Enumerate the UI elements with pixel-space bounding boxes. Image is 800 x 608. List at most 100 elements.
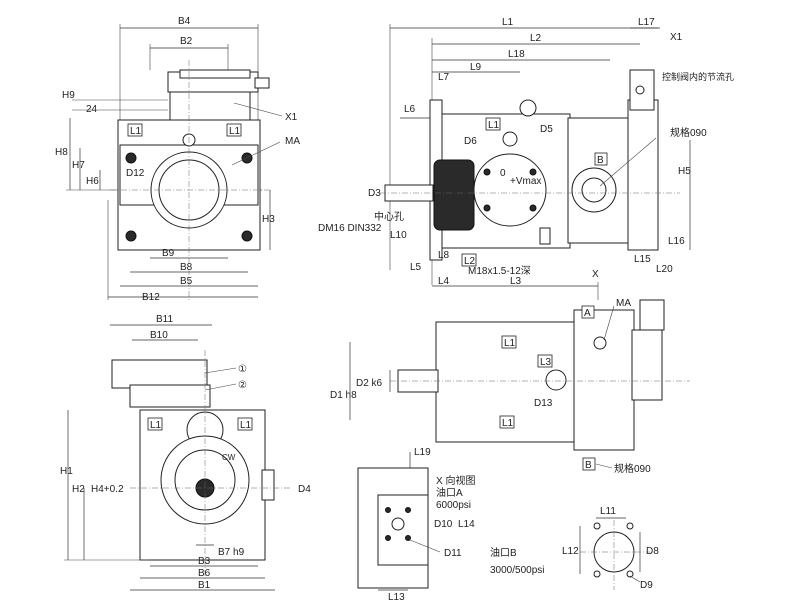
vmax-label: +Vmax — [510, 176, 541, 187]
dim-D6: D6 — [464, 136, 477, 147]
rotation-cw: CW — [222, 453, 236, 462]
front-view-bottom: B11 B10 L1 L1 ① ② CW H1 H2 H4+0.2 D4 B7 … — [60, 314, 311, 591]
note-psi-b: 3000/500psi — [490, 565, 545, 576]
dim-X: X — [592, 269, 599, 280]
side-port-d4 — [261, 469, 275, 501]
xview-bolt-4 — [405, 535, 411, 541]
front-view-top: B4 B2 H9 24 H8 H7 H6 L1 — [55, 16, 300, 303]
tag-L2-side: L2 — [464, 256, 476, 267]
dim-24: 24 — [86, 104, 98, 115]
dim-B7: B7 h9 — [218, 547, 245, 558]
bolt-hole-bl — [125, 230, 137, 242]
disc-bolt-3 — [483, 204, 491, 212]
dim-D1: D1 h8 — [330, 390, 357, 401]
note-spec: 规格090 — [670, 126, 707, 139]
note-port-b: 油口B — [490, 546, 517, 559]
dim-D9: D9 — [640, 580, 653, 591]
dim-H7: H7 — [72, 160, 85, 171]
vmax-zero: 0 — [500, 168, 506, 179]
tag-L1-b: L1 — [229, 126, 241, 137]
dim-L18: L18 — [508, 49, 525, 60]
dim-B1: B1 — [198, 580, 211, 591]
dim-L10: L10 — [390, 230, 407, 241]
callout-2: ② — [238, 380, 247, 391]
note-control: 控制阀内的节流孔 — [662, 71, 734, 82]
dim-B2: B2 — [180, 36, 193, 47]
tag-A: A — [584, 308, 591, 319]
disc-bolt-1 — [483, 168, 491, 176]
spec-lower: 规格090 — [614, 462, 651, 475]
dim-L5: L5 — [410, 262, 422, 273]
note-dm: DM16 DIN332 — [318, 223, 382, 234]
dim-X1: X1 — [285, 112, 298, 123]
dim-L15: L15 — [634, 254, 651, 265]
valve-lower — [631, 329, 663, 401]
dim-D10: D10 — [434, 519, 453, 530]
tag-L1-side: L1 — [488, 120, 500, 131]
xview-bolt-1 — [385, 507, 391, 513]
dim-L4: L4 — [438, 276, 450, 287]
dim-H8: H8 — [55, 147, 68, 158]
port-a-xview — [391, 517, 405, 531]
port-b-bore — [581, 177, 607, 203]
dim-D8: D8 — [646, 546, 659, 557]
flange-bolt-4 — [626, 570, 634, 578]
dim-L13: L13 — [388, 592, 405, 603]
dim-MA: MA — [285, 136, 300, 147]
dim-B9: B9 — [162, 248, 175, 259]
dim-D3: D3 — [368, 188, 381, 199]
dim-L12: L12 — [562, 546, 579, 557]
dim-L1: L1 — [502, 17, 514, 28]
tag-L1-f: L1 — [502, 418, 514, 429]
note-view: X 向视图 — [436, 474, 475, 487]
tag-L1-d: L1 — [240, 420, 252, 431]
bolt-hole-tl — [125, 152, 137, 164]
dim-B10: B10 — [150, 330, 168, 341]
dim-B5: B5 — [180, 276, 193, 287]
dim-H1: H1 — [60, 466, 73, 477]
tag-B-lower: B — [585, 460, 592, 471]
side-view-bottom: X A L1 L3 L1 B MA D2 k6 D1 h8 D13 规格090 — [330, 269, 690, 475]
dim-D5: D5 — [540, 124, 553, 135]
dim-L19: L19 — [414, 447, 431, 458]
dim-D13: D13 — [534, 398, 553, 409]
dim-D11: D11 — [444, 548, 462, 559]
flange-view: L11 L12 D8 D9 — [562, 506, 659, 591]
lifting-eye — [519, 99, 537, 117]
port-pad-xview — [377, 494, 429, 566]
dim-D4: D4 — [298, 484, 311, 495]
note-center-hole: 中心孔 — [374, 210, 404, 223]
dim-L3: L3 — [510, 276, 522, 287]
callout-1: ① — [238, 364, 247, 375]
fitting-x1 — [254, 77, 270, 89]
bolt-hole-br — [241, 230, 253, 242]
valve-cap-lower — [639, 299, 665, 331]
dim-H3: H3 — [262, 214, 275, 225]
dim-L9: L9 — [470, 62, 482, 73]
dim-H2: H2 — [72, 484, 85, 495]
x-view: L19 X 向视图 油口A 6000psi D10 L14 D11 油口B 30… — [357, 447, 545, 603]
dim-B12: B12 — [142, 292, 160, 303]
dim-L2: L2 — [530, 33, 542, 44]
disc-bolt-4 — [529, 204, 537, 212]
dim-X1-side: X1 — [670, 32, 683, 43]
xview-bolt-2 — [405, 507, 411, 513]
tag-B-side: B — [597, 155, 604, 166]
dim-B8: B8 — [180, 262, 193, 273]
dim-H5: H5 — [678, 166, 691, 177]
dim-L20: L20 — [656, 264, 673, 275]
port-ma-lower — [593, 336, 607, 350]
dim-L16: L16 — [668, 236, 685, 247]
dim-L17: L17 — [638, 17, 655, 28]
dim-B11: B11 — [156, 314, 173, 325]
drain-fitting — [539, 227, 551, 245]
dim-H9: H9 — [62, 90, 75, 101]
dim-B4: B4 — [178, 16, 191, 27]
valve-body-bottom — [129, 384, 211, 408]
tag-L3: L3 — [540, 357, 552, 368]
dim-L6: L6 — [404, 104, 416, 115]
dim-H6: H6 — [86, 176, 99, 187]
control-valve-side — [627, 99, 659, 251]
swash-cover — [433, 159, 475, 231]
port-d6 — [502, 131, 518, 147]
